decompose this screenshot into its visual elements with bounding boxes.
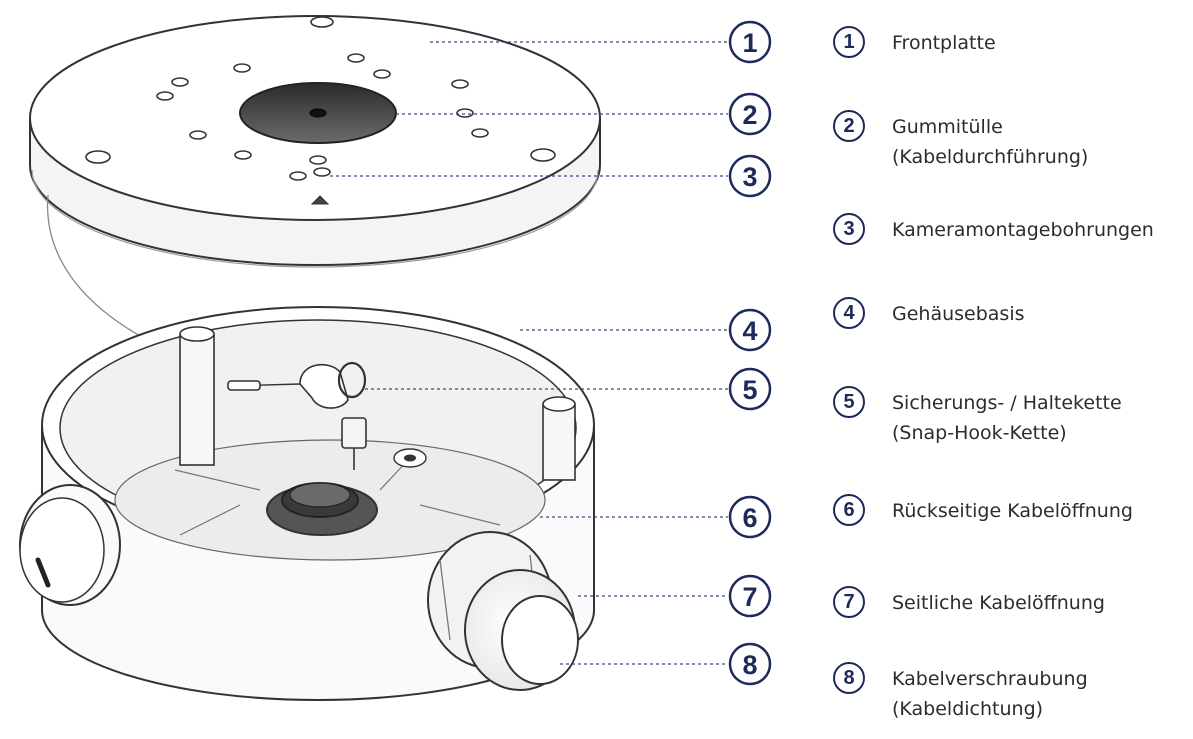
- post-right-top: [542, 396, 576, 412]
- legend-label-8: Kabelverschraubung (Kabeldichtung): [892, 668, 1088, 720]
- mounting-hole: [156, 91, 174, 101]
- callout-marker-6: 6: [728, 495, 772, 539]
- center-hole: [309, 108, 327, 118]
- callout-marker-2: 2: [728, 92, 772, 136]
- rubber-grommet-top: [289, 482, 351, 508]
- mounting-hole: [189, 130, 207, 140]
- mounting-hole: [233, 63, 251, 73]
- mounting-hole: [456, 108, 474, 118]
- front-plate-bottom-edge: [31, 169, 599, 268]
- mounting-hole: [85, 150, 111, 164]
- mounting-hole: [171, 77, 189, 87]
- mounting-holes: [85, 16, 556, 181]
- plug-slot: [35, 557, 51, 588]
- legend-label-1: Frontplatte: [892, 32, 996, 54]
- svg-text:3: 3: [742, 162, 757, 192]
- callout-marker-7: 7: [728, 574, 772, 618]
- mounting-hole: [289, 171, 307, 181]
- svg-text:1: 1: [742, 28, 757, 58]
- legend-number-5: 5: [833, 386, 865, 418]
- mounting-hole: [451, 79, 469, 89]
- callout-markers: 1 2 3 4 5 6 7 8: [728, 20, 772, 686]
- mounting-hole: [309, 155, 327, 165]
- callout-marker-4: 4: [728, 308, 772, 352]
- callout-marker-8: 8: [728, 642, 772, 686]
- legend-label-7: Seitliche Kabelöffnung: [892, 592, 1105, 614]
- gland-cap: [501, 595, 579, 685]
- legend-number-6: 6: [833, 494, 865, 526]
- svg-text:6: 6: [742, 503, 757, 533]
- mounting-hole: [234, 150, 252, 160]
- svg-text:7: 7: [742, 582, 757, 612]
- svg-text:5: 5: [742, 375, 757, 405]
- svg-text:8: 8: [742, 650, 757, 680]
- post-right: [542, 404, 576, 481]
- legend-label-5: Sicherungs- / Haltekette (Snap-Hook-Kett…: [892, 392, 1122, 444]
- floor-ribs: [174, 457, 501, 536]
- leader-lines: [330, 41, 728, 665]
- mounting-hole: [310, 16, 334, 28]
- callout-marker-5: 5: [728, 367, 772, 411]
- legend-number-7: 7: [833, 586, 865, 618]
- svg-text:4: 4: [742, 316, 757, 346]
- callout-marker-3: 3: [728, 154, 772, 198]
- orientation-arrow: [310, 195, 330, 205]
- snap-hook: [299, 364, 349, 409]
- legend-number-2: 2: [833, 110, 865, 142]
- mounting-hole: [530, 148, 556, 162]
- svg-text:2: 2: [742, 100, 757, 130]
- legend-number-4: 4: [833, 297, 865, 329]
- mounting-hole: [471, 128, 489, 138]
- screw-boss-center: [404, 454, 416, 462]
- legend-number-8: 8: [833, 662, 865, 694]
- legend-number-1: 1: [833, 26, 865, 58]
- parts-legend: 1 Frontplatte 2 Gummitülle (Kabeldurchfü…: [833, 0, 1193, 739]
- safety-chain: [227, 361, 367, 470]
- chain-tab: [341, 417, 367, 449]
- front-plate: [29, 15, 601, 268]
- side-plug-face: [19, 497, 105, 603]
- legend-label-2: Gummitülle (Kabeldurchführung): [892, 116, 1089, 168]
- mounting-hole: [313, 167, 331, 177]
- chain-ring: [337, 361, 367, 399]
- legend-label-3: Kameramontagebohrungen: [892, 219, 1154, 241]
- cable-gland: [427, 531, 579, 691]
- chain-crimp: [227, 380, 261, 391]
- callout-marker-1: 1: [728, 20, 772, 64]
- side-plug: [19, 484, 121, 606]
- mounting-hole: [347, 53, 365, 63]
- legend-number-3: 3: [833, 213, 865, 245]
- post-left-top: [179, 326, 215, 342]
- legend-label-6: Rückseitige Kabelöffnung: [892, 500, 1133, 522]
- mounting-hole: [373, 69, 391, 79]
- legend-label-4: Gehäusebasis: [892, 303, 1025, 325]
- post-left: [179, 334, 215, 466]
